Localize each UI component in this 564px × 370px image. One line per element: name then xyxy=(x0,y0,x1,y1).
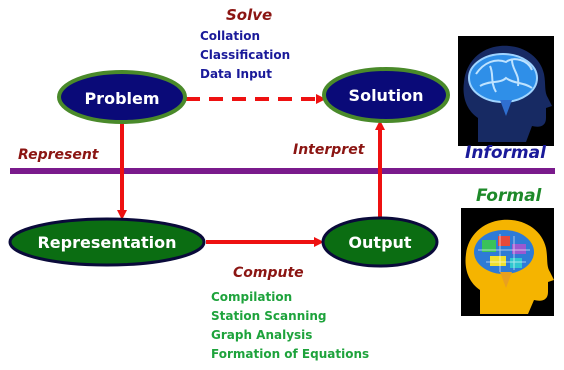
solve-item: Classification xyxy=(200,48,291,62)
solve-label: Solve xyxy=(226,6,273,24)
compute-item: Formation of Equations xyxy=(211,347,370,361)
compute-items: Compilation Station Scanning Graph Analy… xyxy=(211,288,369,364)
compute-label: Compute xyxy=(233,265,304,281)
brain-blue-icon xyxy=(458,36,554,146)
node-representation-label: Representation xyxy=(37,233,176,252)
informal-label: Informal xyxy=(465,143,546,163)
solve-item: Data Input xyxy=(200,67,272,81)
represent-label: Represent xyxy=(18,147,99,163)
brain-circuit-icon xyxy=(461,208,554,316)
formal-label: Formal xyxy=(476,186,542,206)
solve-items: Collation Classification Data Input xyxy=(200,27,290,84)
node-solution[interactable]: Solution xyxy=(322,67,450,123)
node-output-label: Output xyxy=(348,233,411,252)
informal-formal-divider xyxy=(10,168,555,174)
compute-item: Graph Analysis xyxy=(211,328,313,342)
node-output[interactable]: Output xyxy=(321,216,439,268)
node-problem[interactable]: Problem xyxy=(57,70,187,124)
interpret-label: Interpret xyxy=(293,142,365,158)
solve-item: Collation xyxy=(200,29,261,43)
node-representation[interactable]: Representation xyxy=(8,217,206,267)
node-problem-label: Problem xyxy=(84,89,159,108)
compute-item: Station Scanning xyxy=(211,309,327,323)
compute-item: Compilation xyxy=(211,290,293,304)
node-solution-label: Solution xyxy=(349,86,424,105)
